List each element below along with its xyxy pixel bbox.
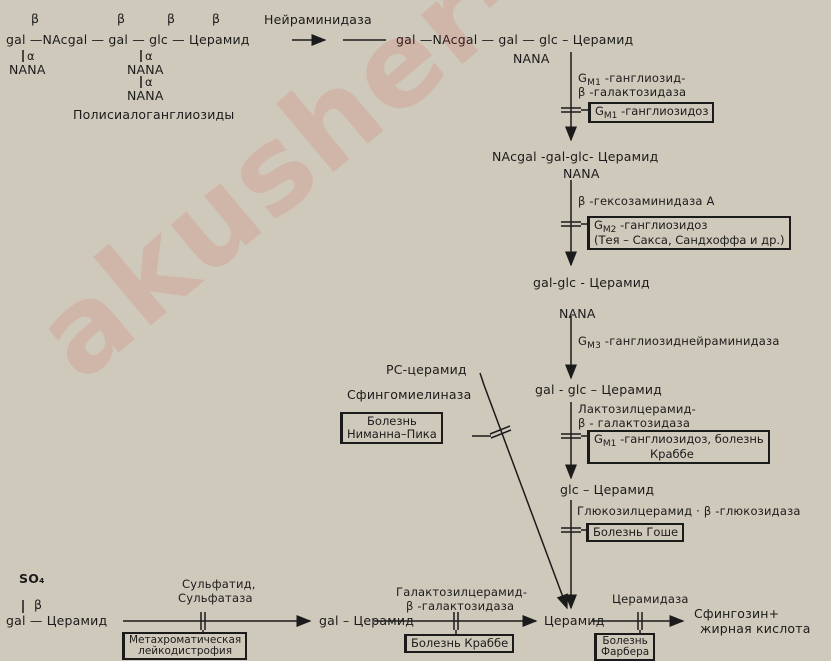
galactosidase-line2: β -галактозидаза xyxy=(406,599,515,613)
fatty-acid-label: жирная кислота xyxy=(700,621,811,636)
alpha-label: α xyxy=(27,49,35,63)
gm3-enzyme: GM3 -ганглиозиднейраминидаза xyxy=(578,334,780,351)
gm1-chain: gal —NAcgal — gal — glc – Церамид xyxy=(396,32,634,47)
gm2-chain: NAcgal -gal-glc- Церамид xyxy=(492,149,659,164)
gm3-chain: gal-glc - Церамид xyxy=(533,275,650,290)
sulfatide-chain: gal — Церамид xyxy=(6,613,108,628)
polysialo-chain: gal —NAcgal — gal — glc — Церамид xyxy=(6,32,250,47)
glucosyl-disease-label: Болезнь Гоше xyxy=(593,525,679,539)
beta-label: β xyxy=(117,11,126,26)
galactosyl-chain: gal – Церамид xyxy=(319,613,415,628)
lactosyl-enzyme-line1: Лактозилцерамид- xyxy=(578,402,697,416)
polysialo-title: Полисиалоганглиозиды xyxy=(73,107,235,122)
sphingosine-label: Сфингозин+ xyxy=(694,606,780,621)
so4-label: SO₄ xyxy=(19,571,45,586)
nana-label: NANA xyxy=(513,51,550,66)
krabbe-disease-box: Болезнь Краббе xyxy=(404,634,515,653)
lactosyl-enzyme-line2: β - галактозидаза xyxy=(578,416,691,430)
galactosidase-line1: Галактозилцерамид- xyxy=(396,585,528,599)
arrow-sphingomyelin-to-ceramide xyxy=(483,384,568,610)
glucosyl-disease-box: Болезнь Гоше xyxy=(586,523,685,542)
mld-line2: лейкодистрофия xyxy=(138,645,233,657)
neuraminidase-label: Нейраминидаза xyxy=(264,12,372,27)
nana-label: NANA xyxy=(9,62,46,77)
nana-label: NANA xyxy=(563,166,600,181)
beta-label: β xyxy=(167,11,176,26)
beta-label: β xyxy=(34,597,43,612)
pc-ceramide-label: РС-церамид xyxy=(386,362,467,377)
sulfatase-line2: Сульфатаза xyxy=(178,591,253,605)
lactosyl-disease-line2: Краббе xyxy=(650,447,694,461)
lactosyl-chain: gal - glc – Церамид xyxy=(535,382,662,397)
gm2-disease-line2: (Тея – Сакса, Сандхоффа и др.) xyxy=(594,233,785,247)
sulfatase-line1: Сульфатид, xyxy=(182,577,256,591)
alpha-label: α xyxy=(145,49,153,63)
glucosyl-chain: glc – Церамид xyxy=(560,482,655,497)
gm1-disease-label: GM1 -ганглиозидоз xyxy=(595,104,709,122)
krabbe-label: Болезнь Краббе xyxy=(411,636,509,650)
farber-disease-box: Болезнь Фарбера xyxy=(594,633,656,661)
gm2-disease-box: GM2 -ганглиозидоз (Тея – Сакса, Сандхофф… xyxy=(587,216,791,250)
beta-label: β xyxy=(212,11,221,26)
lactosyl-disease-box: GM1 -ганглиозидоз, болезнь Краббе xyxy=(587,430,770,464)
alpha-label: α xyxy=(145,75,153,89)
niemann-pick-box: Болезнь Ниманна–Пика xyxy=(340,412,443,444)
farber-line2: Фарбера xyxy=(601,646,650,658)
farber-line1: Болезнь xyxy=(602,635,648,647)
niemann-pick-line2: Ниманна–Пика xyxy=(347,427,437,441)
nana-label: NANA xyxy=(559,306,596,321)
ceramidase-label: Церамидаза xyxy=(612,592,689,606)
niemann-pick-line1: Болезнь xyxy=(367,414,417,428)
lactosyl-disease-line1: GM1 -ганглиозидоз, болезнь xyxy=(594,432,764,450)
beta-label: β xyxy=(31,11,40,26)
mld-disease-box: Метахроматическая лейкодистрофия xyxy=(122,632,248,660)
ceramide-label: Церамид xyxy=(544,613,605,628)
mld-line1: Метахроматическая xyxy=(129,634,242,646)
nana-label: NANA xyxy=(127,88,164,103)
sphingomyelinase-label: Сфингомиелиназа xyxy=(347,387,472,402)
gm2-enzyme: β -гексозаминидаза А xyxy=(578,194,715,208)
nana-label: NANA xyxy=(127,62,164,77)
gm1-enzyme-line2: β -галактозидаза xyxy=(578,85,687,99)
gm1-disease-box: GM1 -ганглиозидоз xyxy=(588,102,715,123)
gm2-disease-line1: GM2 -ганглиозидоз xyxy=(594,218,708,236)
gm1-enzyme-line1: GM1 -ганглиозид- xyxy=(578,71,686,88)
glucosyl-enzyme: Глюкозилцерамид · β -глюкозидаза xyxy=(577,504,801,518)
